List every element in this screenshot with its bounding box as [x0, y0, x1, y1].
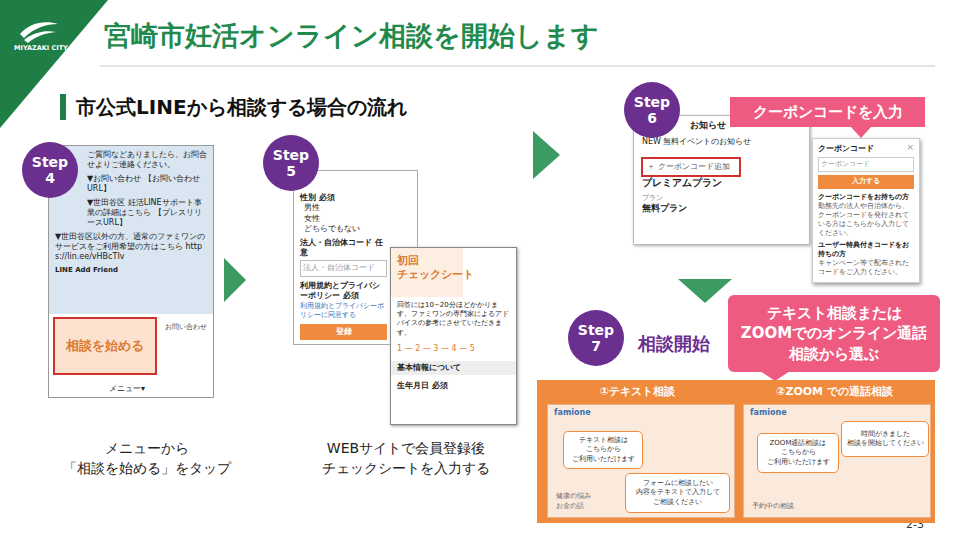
- node-text: プレミアムプラン: [642, 177, 801, 190]
- speech-bubble: フォームに相談したい 内容をテキストで入力して ご相談ください: [625, 473, 730, 513]
- node-text: ▼お問い合わせ 【お問い合わせURL】: [87, 174, 207, 194]
- node-text: キャンペーン等で配布されたコードをご入力ください。: [818, 259, 914, 277]
- logo-text: MIYAZAKI CITY: [14, 44, 68, 52]
- text-consult-screen: famione 健康の悩み お金の話 テキスト相談は こちらから ご利用いただけます…: [547, 404, 735, 518]
- node-text: 無料プラン: [642, 203, 801, 214]
- node-text: Step 7: [574, 322, 618, 354]
- node-text: 入力する: [818, 175, 914, 188]
- node-text: メニュー▾: [109, 384, 145, 394]
- title: 宮崎市妊活オンライン相談を開始します: [104, 18, 599, 54]
- node-text: 女性: [300, 214, 387, 224]
- node-text: ②ZOOM での通話相談: [736, 384, 933, 399]
- callout: テキスト相談または ZOOMでのオンライン通話 相談から選ぶ: [728, 295, 940, 372]
- node-text: 予約中の相談: [752, 501, 794, 511]
- step-circle: Step 6: [624, 82, 680, 138]
- subtitle-bar: [60, 94, 66, 120]
- node-text: クーポンコードをお持ちの方: [818, 193, 914, 202]
- start-label: 相談開始: [638, 332, 710, 356]
- coupon-popup: クーポンコード×クーポンコード入力するクーポンコードをお持ちの方勤務先の法人や自…: [812, 138, 920, 283]
- node-text: プラン: [642, 194, 801, 203]
- node-text: お問い合わせ: [165, 323, 207, 332]
- node-text: どちらでもない: [300, 224, 387, 234]
- node-text: 生年月日 必須: [391, 379, 516, 393]
- flow-arrow: [533, 131, 560, 179]
- node-text: 男性: [300, 203, 387, 213]
- step-caption: メニューから 「相談を始める」をタップ: [52, 438, 242, 479]
- title-rule: [100, 66, 935, 67]
- node-text: 初回 チェックシート: [391, 248, 463, 297]
- node-text: 健康の悩み お金の話: [556, 491, 596, 511]
- node-text: ユーザー特典付きコードをお持ちの方: [818, 241, 914, 259]
- node-text: クーポンコード: [818, 144, 914, 154]
- start-button: 相談を始める: [53, 317, 157, 375]
- speech-bubble: ZOOM通話相談は こちらから ご利用いただけます: [757, 433, 839, 473]
- node-text: Step 6: [630, 94, 674, 126]
- step-circle: Step 7: [568, 310, 624, 366]
- node-text: 性別 必須: [300, 193, 387, 203]
- node-text: 1 — 2 — 3 — 4 — 5: [391, 342, 516, 356]
- node-text: ▼世田谷区 妊活LINEサポート事業の詳細はこちら 【プレスリリースURL】: [87, 198, 207, 228]
- node-text: famione: [750, 408, 924, 417]
- node-text: クーポンコード: [818, 157, 914, 172]
- node-text: ▼世田谷区以外の方、通常のファミワンのサービスをご利用希望の方はこちら http…: [55, 232, 207, 262]
- node-text: フォームに相談したい 内容をテキストで入力して ご相談ください: [629, 479, 726, 507]
- city-logo: [20, 22, 58, 43]
- node-text: 利用規約とプライバシーポリシー 必須: [300, 281, 387, 302]
- flow-arrow: [678, 279, 732, 303]
- node-text: ＋ クーポンコード追加: [647, 162, 730, 172]
- node-text: 相談を始める: [66, 338, 144, 354]
- node-text: 時間がきました 相談を開始してください: [845, 430, 925, 449]
- node-text: ×: [906, 142, 914, 154]
- callout-pointer: [850, 126, 872, 138]
- speech-bubble: 時間がきました 相談を開始してください: [841, 421, 929, 457]
- callout: クーポンコードを入力: [730, 97, 925, 127]
- node-text: Step 4: [28, 154, 72, 186]
- zoom-consult-screen: famione 予約中の相談 ZOOM通話相談は こちらから ご利用いただけます時間…: [743, 404, 931, 518]
- checksheet-screen: 初回 チェックシート回答には10~20分ほどかかります。ファミワンの専門家による…: [390, 247, 517, 425]
- node-text: NEW 無料イベントのお知らせ: [642, 137, 801, 147]
- node-text: Step 5: [269, 147, 313, 179]
- step-circle: Step 4: [22, 142, 78, 198]
- step-circle: Step 5: [263, 135, 319, 191]
- consult-panel: ①テキスト相談②ZOOM での通話相談 famione 健康の悩み お金の話 テキスト…: [537, 380, 935, 523]
- node-text: テキスト相談または ZOOMでのオンライン通話 相談から選ぶ: [732, 303, 936, 364]
- node-text: 回答には10~20分ほどかかります。ファミワンの専門家によるアドバイスの参考にさ…: [391, 297, 516, 343]
- node-text: テキスト相談は こちらから ご利用いただけます: [567, 436, 639, 464]
- node-text: LINE Add Friend: [55, 266, 207, 275]
- node-text: 登録: [300, 324, 387, 340]
- node-text: クーポンコードを入力: [753, 103, 903, 122]
- node-text: 法人・自治体コード 任意: [300, 238, 387, 259]
- node-text: 利用規約とプライバシーポリシーに同意する: [300, 302, 387, 320]
- node-text: ZOOM通話相談は こちらから ご利用いただけます: [761, 439, 835, 467]
- contact-button: お問い合わせ: [161, 317, 211, 375]
- node-text: ご質問などありましたら、お問合せよりご連絡ください。: [87, 150, 207, 170]
- node-text: ①テキスト相談: [539, 384, 736, 399]
- coupon-add-box: ＋ クーポンコード追加: [641, 157, 741, 177]
- flow-arrow: [224, 258, 246, 302]
- subtitle: 市公式LINEから相談する場合の流れ: [76, 94, 407, 121]
- node-text: famione: [554, 408, 728, 417]
- node-text: 基本情報について: [391, 361, 516, 375]
- node-text: 勤務先の法人や自治体から、クーポンコードを発行されている方はこちらから入力してく…: [818, 202, 914, 238]
- step-caption: WEBサイトで会員登録後 チェックシートを入力する: [296, 438, 516, 479]
- speech-bubble: テキスト相談は こちらから ご利用いただけます: [563, 431, 643, 469]
- node-text: 法人・自治体コード: [300, 260, 387, 276]
